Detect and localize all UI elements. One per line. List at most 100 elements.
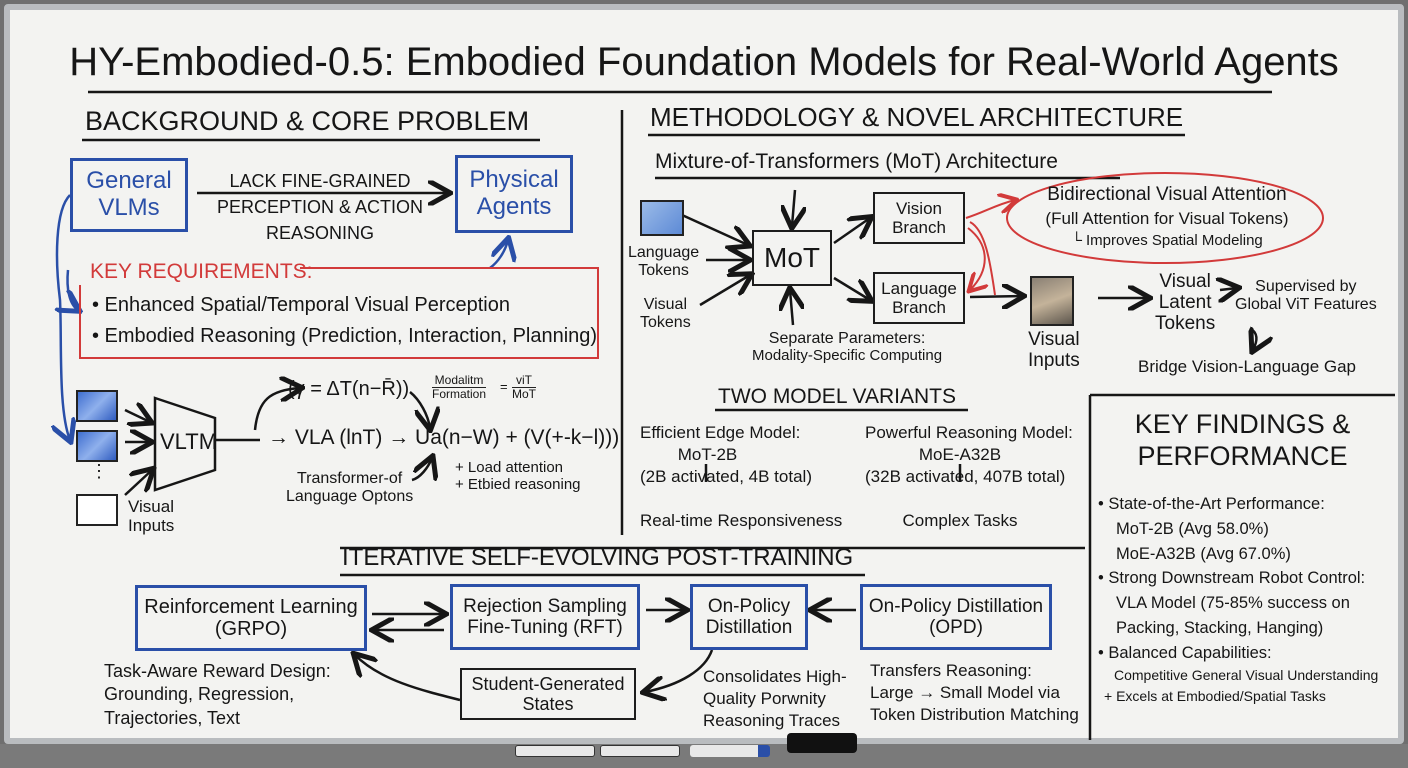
line: Transfers Reasoning: [870, 661, 1032, 680]
visual-input-image [76, 430, 118, 462]
marker[interactable] [515, 745, 595, 757]
line: Packing, Stacking, Hanging) [1116, 618, 1324, 637]
line: Tokens [638, 261, 689, 279]
edge-model: Efficient Edge Model:MoT-2B(2B activated… [640, 422, 843, 532]
mot-subheading: Mixture-of-Transformers (MoT) Architectu… [655, 150, 1058, 173]
line: + Etbied reasoning [455, 475, 581, 493]
line: (Full Attention for Visual Tokens) [1045, 208, 1289, 228]
label: Distillation [705, 617, 793, 638]
reasoning-model: Powerful Reasoning Model: MoE-A32B(32B ac… [865, 422, 1073, 532]
transfers-note: Transfers Reasoning: Large → Small Model … [870, 660, 1079, 726]
eraser[interactable] [787, 733, 857, 753]
reward-note: Task-Aware Reward Design:Grounding, Regr… [104, 660, 331, 730]
line: Large → Small Model via [870, 683, 1060, 703]
line: REASONING [265, 223, 375, 244]
line: Trajectories, Text [104, 707, 241, 728]
equals: = [500, 379, 508, 394]
label: (OPD) [929, 617, 983, 638]
line: Reasoning Traces [703, 711, 841, 731]
gap-label: LACK FINE-GRAINED PERCEPTION & ACTION REAS… [200, 168, 440, 246]
line: Visual [128, 497, 174, 516]
line: LACK FINE-GRAINED [229, 171, 411, 191]
label: States [522, 694, 574, 714]
findings-list: • State-of-the-Art Performance: MoT-2B (… [1098, 492, 1378, 707]
den: MoT [512, 387, 536, 402]
model-name: MoE-A32B [918, 445, 1002, 465]
line: MoT-2B (Avg 58.0%) [1116, 519, 1269, 538]
visual-input-photo [1030, 276, 1074, 326]
opd-box: On-Policy Distillation(OPD) [860, 584, 1052, 650]
plus-notes: + Load attention+ Etbied reasoning [455, 459, 581, 493]
background-heading: BACKGROUND & CORE PROBLEM [85, 106, 530, 136]
num: Modalitm [432, 373, 487, 389]
key-req-2: • Embodied Reasoning (Prediction, Intera… [92, 325, 598, 347]
label: Reinforcement Learning [144, 595, 358, 618]
dots: ⋮ [90, 461, 108, 481]
num: viT [512, 373, 536, 389]
language-token-image [640, 200, 684, 236]
line: Visual [1159, 271, 1211, 292]
line: KEY FINDINGS & [1134, 409, 1351, 439]
line: VLA Model (75-85% success on [1116, 594, 1350, 612]
line: Language [628, 244, 700, 261]
line: Bidirectional Visual Attention [1047, 184, 1287, 205]
visual-input-image [76, 494, 118, 526]
marker[interactable] [690, 745, 770, 757]
page-title: HY-Embodied-0.5: Embodied Foundation Mod… [69, 40, 1339, 84]
bidir-ellipse [1006, 172, 1324, 264]
label: Physical [469, 166, 559, 194]
line: PERFORMANCE [1137, 441, 1348, 472]
vltm-label: VLTM [160, 429, 218, 454]
label: Student-Generated [471, 673, 625, 694]
label: On-Policy [707, 595, 791, 617]
line: Real-time Responsiveness [640, 511, 843, 531]
visual-input-image [76, 390, 118, 422]
marker[interactable] [600, 745, 680, 757]
line: + Load attention [455, 459, 564, 476]
line: Consolidates High- [703, 667, 847, 686]
line: Visual [643, 296, 687, 313]
line: Grounding, Regression, [104, 684, 295, 705]
line: Modality-Specific Computing [752, 346, 943, 364]
model-name: MoT-2B [677, 445, 738, 465]
line: Powerful Reasoning Model: [865, 423, 1073, 442]
line: Language Optons [286, 487, 414, 505]
vltm-trapezoid [153, 396, 217, 492]
line: Inputs [1028, 349, 1080, 371]
line: • Strong Downstream Robot Control: [1098, 569, 1366, 588]
mot-box: MoT [752, 230, 832, 286]
label: Fine-Tuning (RFT) [467, 617, 623, 638]
line: Latent [1158, 291, 1212, 313]
line: Global ViT Features [1235, 295, 1377, 313]
line: Complex Tasks [902, 511, 1018, 531]
line: Token Distribution Matching [870, 705, 1079, 725]
line: Competitive General Visual Understanding [1114, 667, 1379, 684]
line: Tokens [640, 313, 691, 331]
methodology-heading: METHODOLOGY & NOVEL ARCHITECTURE [650, 102, 1184, 132]
key-requirements-label: KEY REQUIREMENTS: [90, 260, 313, 283]
line: (32B activated, 407B total) [865, 467, 1066, 487]
label: Language [881, 278, 957, 298]
label: General [86, 167, 172, 195]
label: Branch [892, 218, 946, 237]
label: Branch [892, 298, 946, 317]
line: Transformer-of [297, 470, 403, 487]
line: Efficient Edge Model: [640, 423, 801, 442]
training-heading: ITERATIVE SELF-EVOLVING POST-TRAINING [342, 544, 854, 571]
label: MoT [764, 242, 820, 274]
key-req-1: • Enhanced Spatial/Temporal Visual Perce… [92, 294, 510, 316]
line: PERCEPTION & ACTION [216, 197, 424, 218]
